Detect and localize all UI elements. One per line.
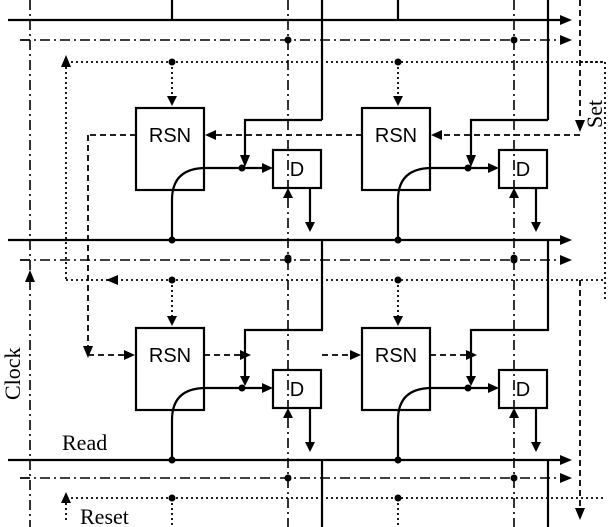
rsn-box [134, 326, 206, 412]
rsn-label: RSN [375, 125, 417, 147]
d-flipflop-box [497, 368, 549, 410]
d-flipflop-box [497, 148, 549, 190]
rsn-label: RSN [149, 345, 191, 367]
d-flipflop-box [271, 148, 323, 190]
cell-4: RSN D [322, 256, 550, 527]
rsn-box [360, 326, 432, 412]
rsn-label: RSN [375, 345, 417, 367]
read-label: Read [62, 430, 107, 455]
set-label: Set [582, 100, 607, 128]
clock-label: Clock [0, 347, 25, 400]
rsn-label: RSN [149, 125, 191, 147]
rsn-box [134, 106, 206, 192]
d-label: D [290, 159, 304, 181]
cell-2: RSN D [322, 36, 580, 386]
d-flipflop-box [271, 368, 323, 410]
d-label: D [516, 159, 530, 181]
rsn-box [360, 106, 432, 192]
reset-label: Reset [80, 504, 129, 527]
d-label: D [290, 379, 304, 401]
d-label: D [516, 379, 530, 401]
cell-3: RSN D [88, 256, 324, 527]
cell-1: RSN D [88, 36, 324, 386]
